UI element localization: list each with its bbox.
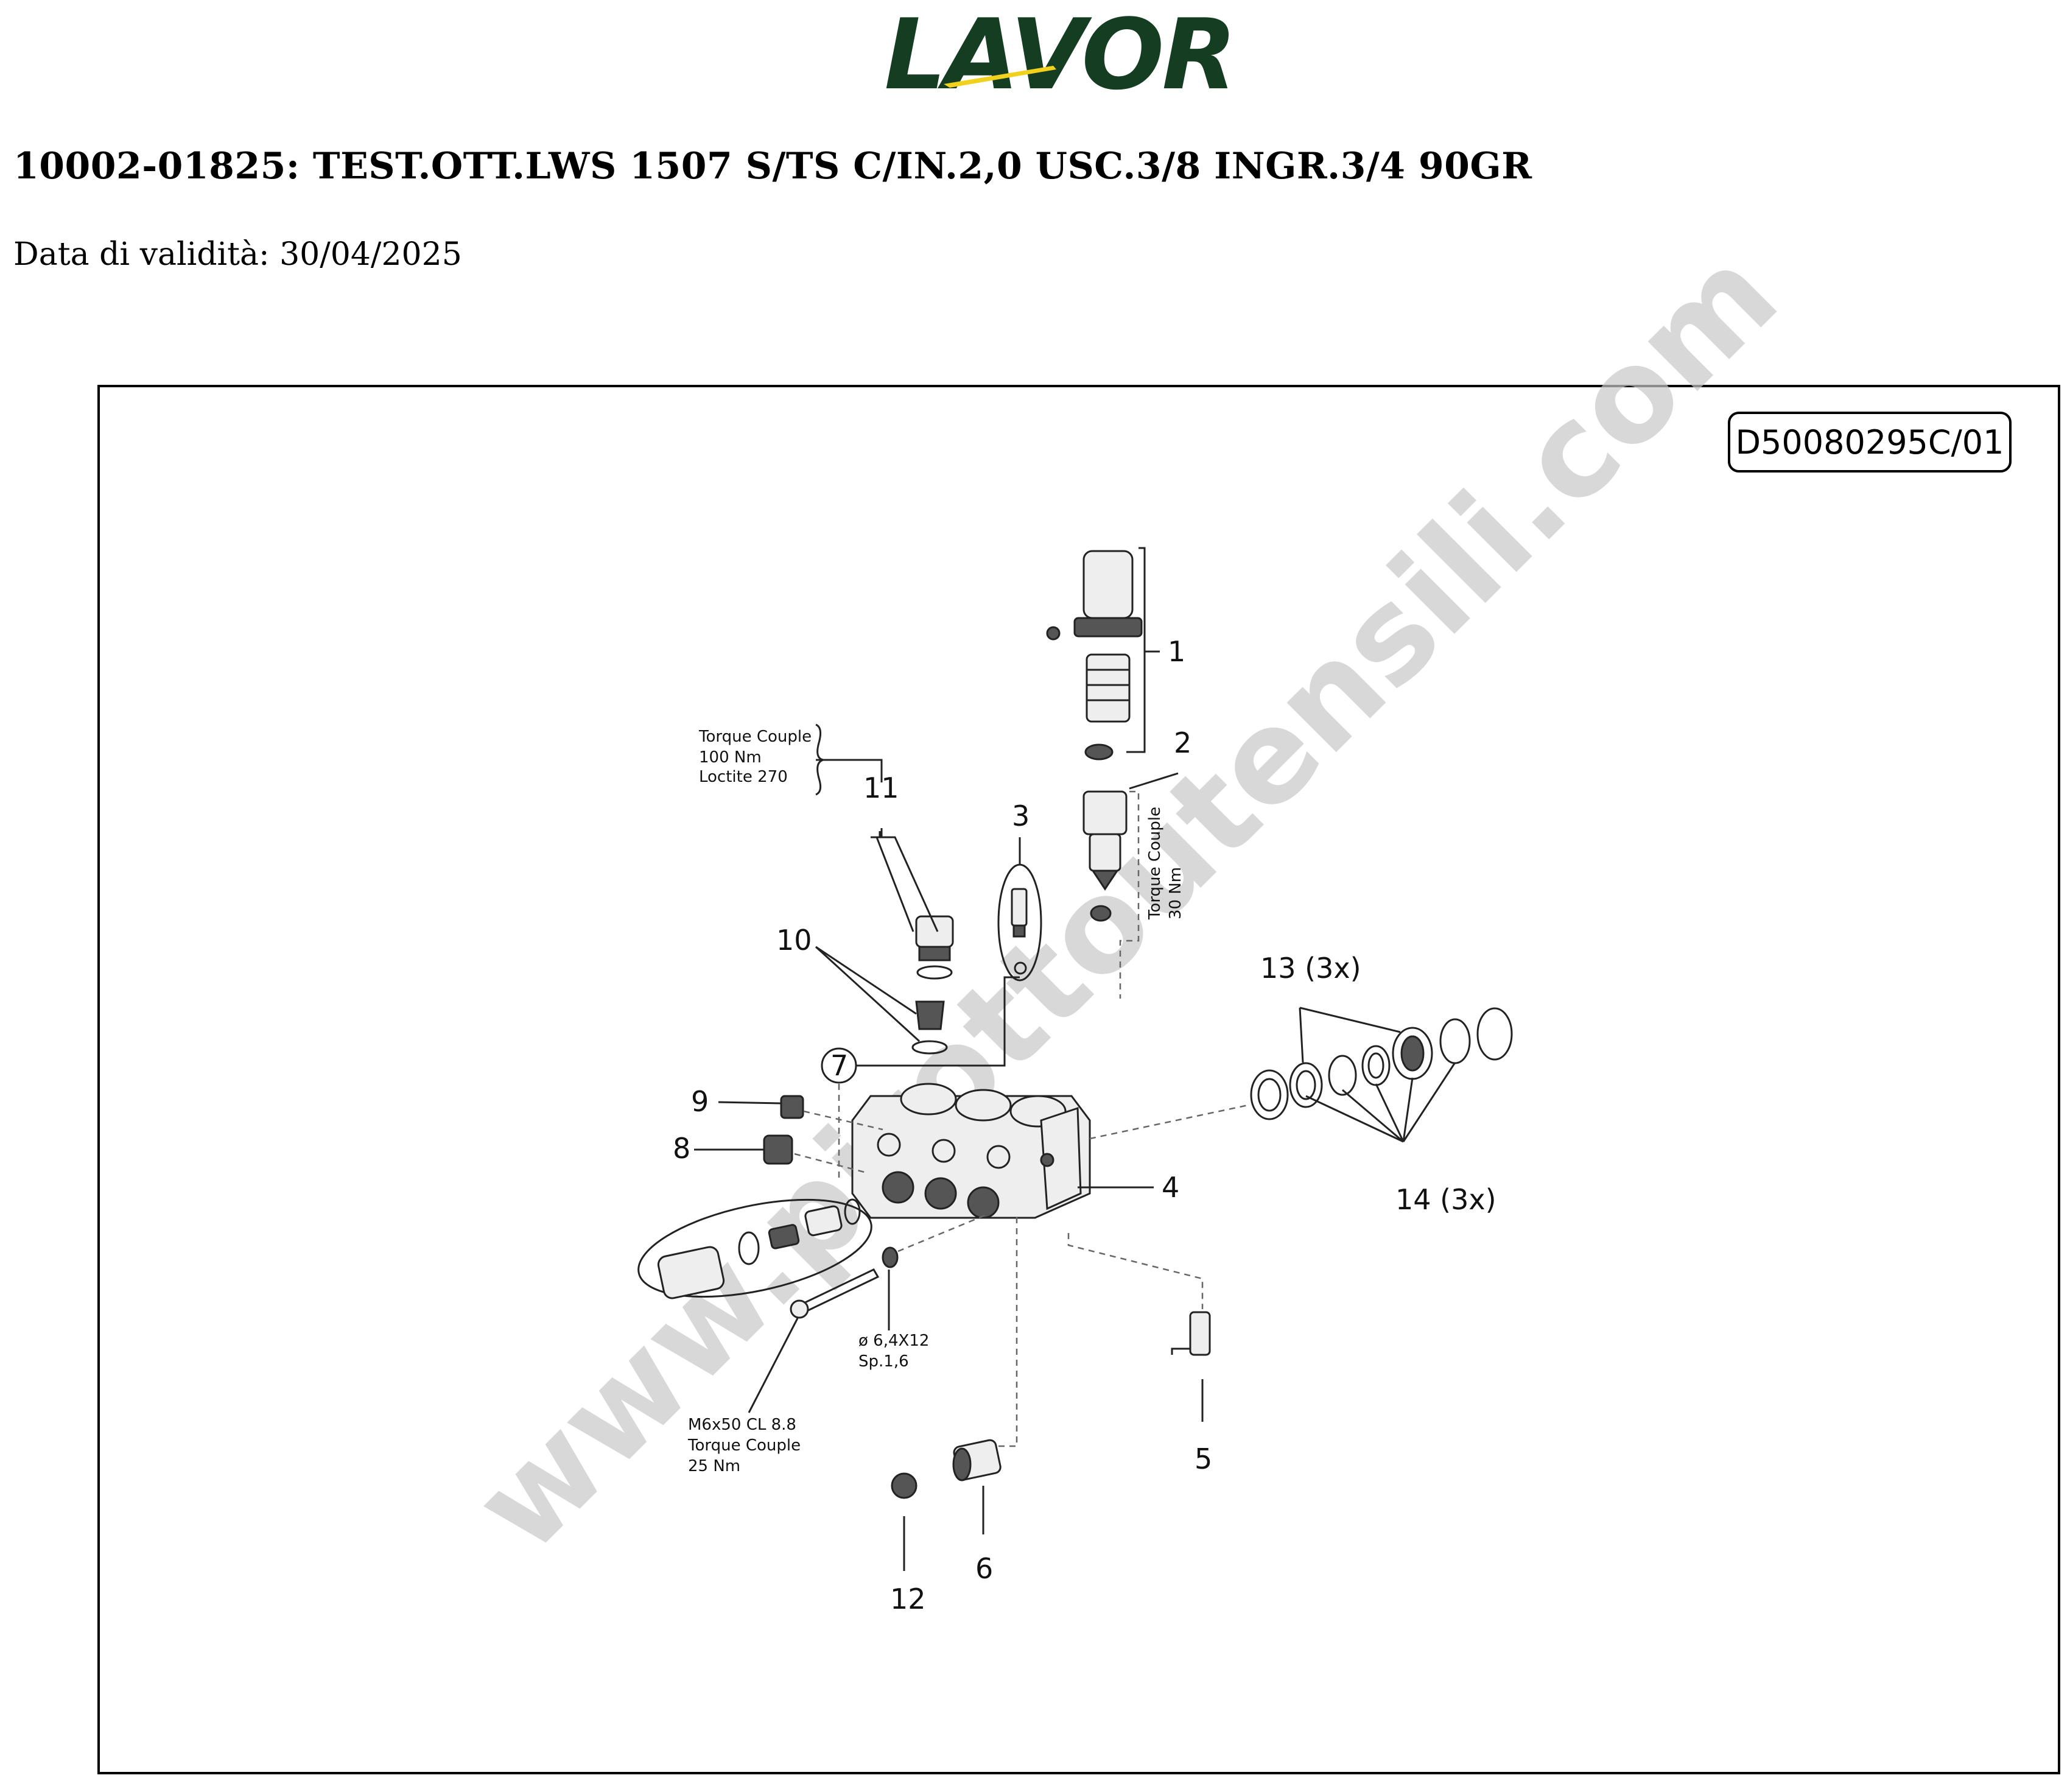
part-12-cap <box>891 1472 917 1571</box>
svg-text:M6x50 CL 8.8: M6x50 CL 8.8 <box>688 1416 796 1434</box>
note-bolt: M6x50 CL 8.8 Torque Couple 25 Nm <box>687 1416 801 1475</box>
part-3-valve-insert <box>997 837 1042 982</box>
svg-text:25 Nm: 25 Nm <box>688 1457 740 1475</box>
lavor-logo: LAVOR <box>884 6 1237 97</box>
callout-13: 13 (3x) <box>1260 952 1361 985</box>
note-washer: ø 6,4X12 Sp.1,6 <box>858 1332 929 1371</box>
callout-1: 1 <box>1168 635 1185 668</box>
callout-8: 8 <box>673 1132 690 1165</box>
callout-14: 14 (3x) <box>1395 1183 1496 1216</box>
bolt-and-washer <box>748 1214 987 1413</box>
callout-2: 2 <box>1174 726 1191 759</box>
part-11-plug <box>815 723 954 980</box>
logo-accent-stroke <box>944 66 1056 88</box>
svg-text:Torque Couple: Torque Couple <box>1146 807 1164 920</box>
unloader-assembly <box>637 1198 872 1299</box>
callout-9: 9 <box>691 1085 709 1118</box>
validity-date: Data di validità: 30/04/2025 <box>13 236 462 273</box>
svg-text:Sp.1,6: Sp.1,6 <box>858 1352 909 1371</box>
part-4-manifold <box>851 1083 1154 1219</box>
svg-text:ø 6,4X12: ø 6,4X12 <box>858 1332 929 1350</box>
part-6-connector <box>952 1215 1018 1534</box>
callout-10: 10 <box>776 924 812 957</box>
page-title: 10002-01825: TEST.OTT.LWS 1507 S/TS C/IN… <box>13 145 1532 188</box>
note-torque-11: Torque Couple 100 Nm Loctite 270 <box>698 728 812 786</box>
callout-4: 4 <box>1162 1171 1179 1204</box>
part-1-valve-cap-assembly <box>1046 547 1160 761</box>
watermark: www.pirottoutensili.com <box>446 220 1806 1581</box>
callout-3: 3 <box>1012 799 1030 832</box>
note-torque-2: Torque Couple 30 Nm <box>1146 807 1185 920</box>
svg-text:Torque Couple: Torque Couple <box>687 1436 801 1455</box>
parts-8-9-plugs <box>694 1095 883 1173</box>
svg-text:30 Nm: 30 Nm <box>1167 867 1185 919</box>
part-5-fitting <box>1067 1233 1211 1422</box>
part-2-valve-body <box>1082 772 1179 999</box>
callout-7: 7 <box>830 1049 848 1082</box>
svg-text:Torque Couple: Torque Couple <box>698 728 812 746</box>
drawing-code-badge: D50080295C/01 <box>1728 412 2012 473</box>
logo-text: LAVOR <box>884 6 1234 97</box>
callout-11: 11 <box>863 771 899 804</box>
callout-6: 6 <box>975 1552 993 1585</box>
callout-5: 5 <box>1195 1442 1212 1475</box>
drawing-frame <box>97 385 2060 1774</box>
parts-13-14-seals <box>1089 1007 1513 1143</box>
svg-text:100 Nm: 100 Nm <box>699 748 762 767</box>
callout-12: 12 <box>890 1583 926 1615</box>
part-10-valves <box>815 946 948 1055</box>
svg-text:Loctite 270: Loctite 270 <box>699 768 788 786</box>
